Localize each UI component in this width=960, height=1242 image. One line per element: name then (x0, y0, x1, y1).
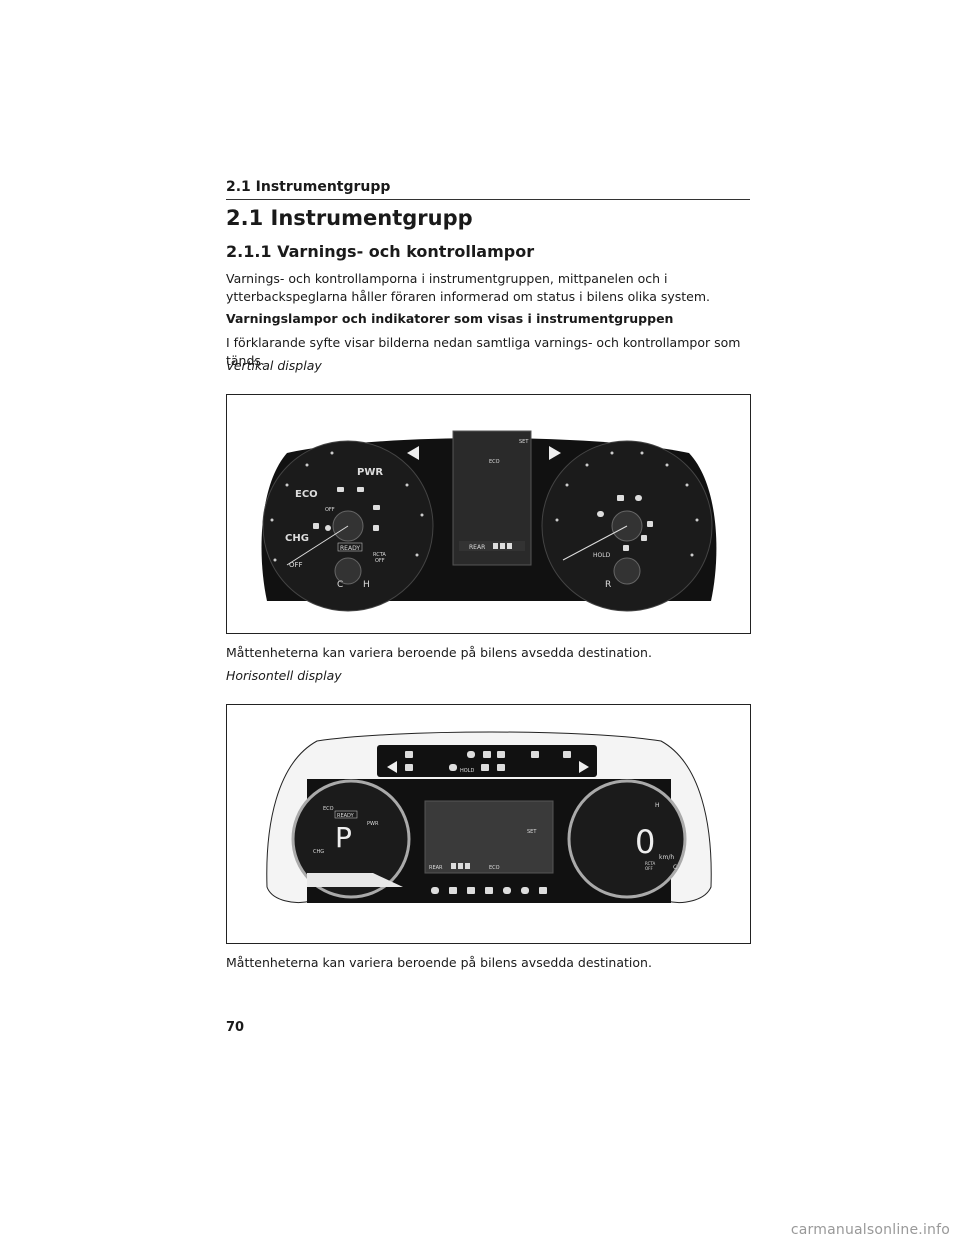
watermark[interactable]: carmanualsonline.info (790, 1222, 950, 1238)
explain-paragraph: I förklarande syfte visar bilderna nedan… (226, 335, 741, 368)
rcta-label: RCTA (645, 861, 656, 866)
turn-left-icon (407, 446, 419, 460)
warning-icons-right (597, 495, 653, 551)
warning-icons-left (313, 487, 380, 531)
rear-label: REAR (429, 865, 443, 871)
dial-lower-panel (307, 873, 403, 887)
horizontal-display-label: Horisontell display (226, 668, 342, 683)
vertical-display-figure: PWR ECO CHG OFF READY RCTA OFF C H OFF E… (226, 394, 751, 634)
horizontal-caption: Måttenheterna kan variera beroende på bi… (226, 955, 652, 970)
subsection-heading: 2.1.1 Varnings- och kontrollampor (226, 242, 535, 261)
turn-right-icon (549, 446, 561, 460)
temp-hot-label: H (655, 802, 660, 809)
eco-center-label: ECO (489, 459, 500, 465)
set-label: SET (519, 439, 529, 445)
ready-indicator: READY (340, 545, 360, 552)
hold-label: HOLD (593, 552, 611, 559)
rear-label: REAR (469, 544, 485, 551)
rcta-off-label: OFF (645, 866, 653, 871)
fuel-r-label: R (605, 580, 611, 590)
off-label-small: OFF (325, 507, 335, 513)
rcta-off-label: OFF (375, 558, 385, 564)
eco-center-label: ECO (489, 865, 500, 871)
chg-label: CHG (285, 533, 309, 544)
ready-indicator: READY (337, 813, 355, 819)
bottom-indicators (431, 887, 547, 894)
speed-readout: 0 (635, 823, 655, 861)
speed-unit: km/h (659, 854, 674, 861)
pwr-label: PWR (357, 467, 383, 478)
turn-left-icon (387, 761, 397, 773)
hold-label: HOLD (460, 768, 474, 774)
running-head: 2.1 Instrumentgrupp (226, 179, 750, 200)
temp-hot-label: H (363, 580, 370, 590)
intro-paragraph: Varnings- och kontrollamporna i instrume… (226, 271, 710, 304)
vertical-display-label: Vertikal display (226, 358, 322, 373)
off-label: OFF (289, 561, 303, 569)
turn-right-icon (579, 761, 589, 773)
eco-label: ECO (323, 806, 334, 812)
set-label: SET (527, 829, 537, 835)
page-number: 70 (226, 1020, 245, 1035)
eco-label: ECO (295, 489, 318, 500)
seatbelt-icons (451, 863, 470, 869)
list-subheading: Varningslampor och indikatorer som visas… (226, 311, 674, 326)
temp-cold-label: C (673, 864, 677, 871)
horizontal-display-figure: HOLD ECO READY PWR P CHG SET REAR ECO 0 … (226, 704, 751, 944)
vertical-caption: Måttenheterna kan variera beroende på bi… (226, 645, 652, 660)
gear-position: P (335, 821, 352, 854)
chg-label: CHG (313, 849, 324, 855)
top-indicators (405, 751, 571, 771)
pwr-label: PWR (367, 821, 379, 827)
section-heading: 2.1 Instrumentgrupp (226, 206, 473, 230)
temp-cold-label: C (337, 580, 343, 590)
seatbelt-icons (493, 543, 512, 549)
rcta-label: RCTA (373, 552, 386, 558)
